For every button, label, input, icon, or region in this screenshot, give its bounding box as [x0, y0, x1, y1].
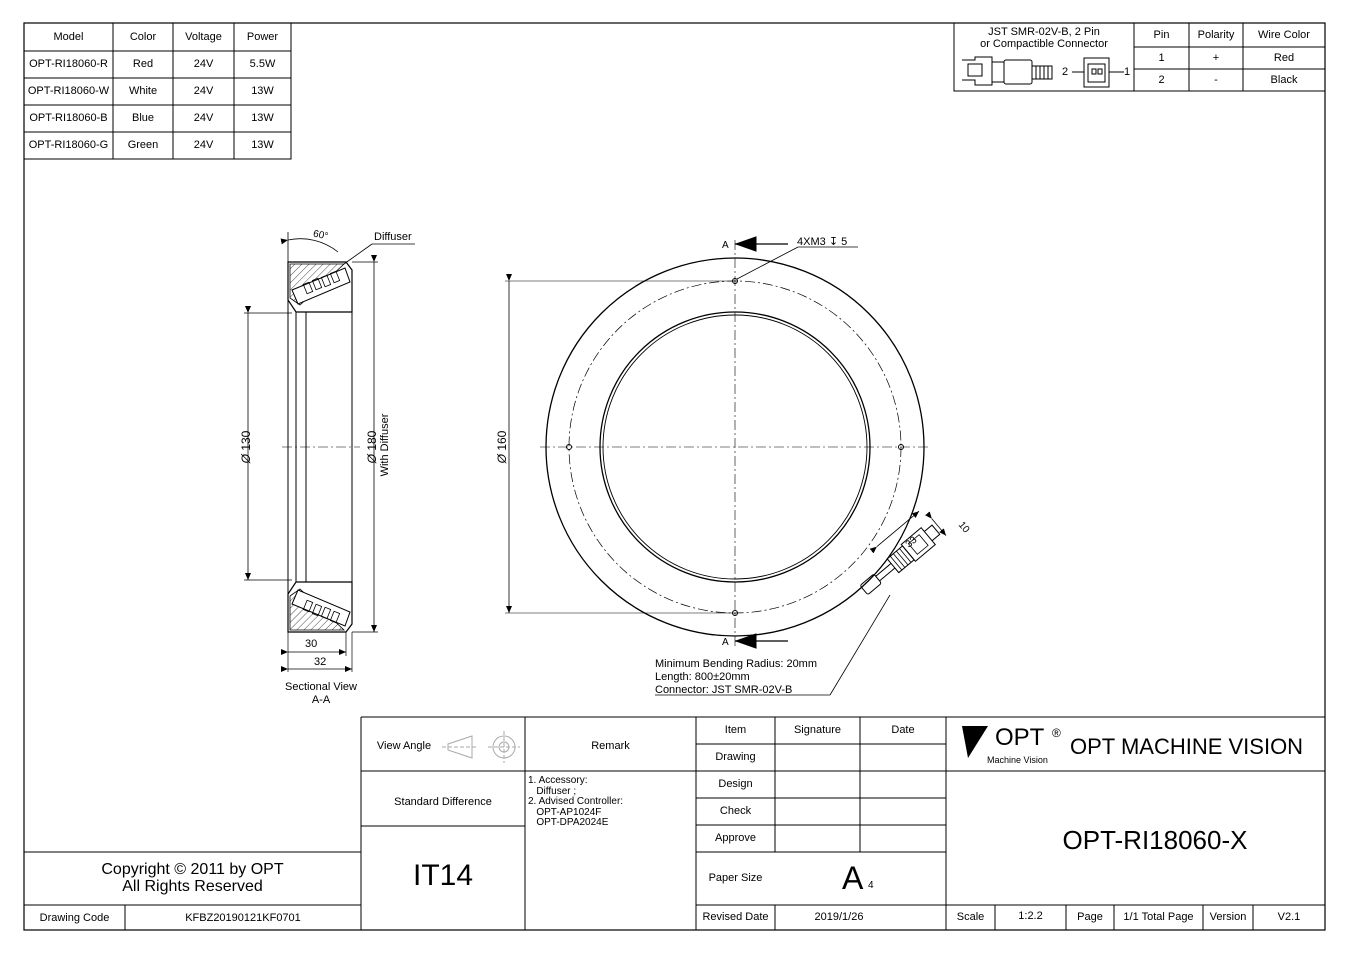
connector-subtitle: or Compactible Connector	[980, 37, 1108, 50]
dia-130-value: 130	[239, 430, 253, 451]
tolerance-value: IT14	[412, 858, 474, 892]
table-cell: OPT-RI18060-W	[27, 85, 110, 98]
table-cell: OPT-RI18060-R	[29, 58, 108, 71]
table-cell: +	[1212, 51, 1220, 64]
remark-label: Remark	[591, 739, 630, 752]
scale-value: 1:2.2	[1018, 909, 1043, 922]
signature-header: Signature	[793, 724, 842, 737]
hole-depth: 5	[841, 236, 848, 248]
front-view	[505, 236, 947, 696]
version-value: V2.1	[1277, 911, 1301, 924]
view-angle-label: View Angle	[376, 739, 432, 752]
dia-160-label: Ø 160	[495, 417, 509, 477]
table-cell: 5.5W	[249, 58, 276, 71]
paper-size-sub: 4	[868, 880, 874, 891]
projection-symbol	[442, 731, 520, 763]
sheet-border	[23, 22, 1326, 931]
table-cell: Blue	[131, 112, 155, 125]
header-wire-color: Wire Color	[1258, 28, 1310, 41]
hole-note: 4XM3 ↧ 5	[797, 235, 847, 248]
paper-size-value: A	[842, 860, 864, 896]
paper-size-label: Paper Size	[708, 872, 763, 885]
depth-icon: ↧	[828, 236, 839, 248]
copyright: Copyright © 2011 by OPT	[101, 861, 284, 879]
header-color: Color	[129, 30, 157, 43]
page-label: Page	[1077, 911, 1103, 924]
remarks-text: 1. Accessory: Diffuser ; 2. Advised Cont…	[528, 775, 624, 828]
table-cell: 24V	[193, 58, 214, 71]
sectional-view	[244, 232, 415, 672]
version-label: Version	[1209, 911, 1247, 924]
logo-icon	[962, 726, 988, 758]
connector-table-grid	[953, 22, 1326, 92]
table-cell: 24V	[193, 112, 214, 125]
connector-sketch	[962, 56, 1124, 88]
logo-text: OPT	[995, 724, 1045, 751]
table-cell: Black	[1270, 73, 1298, 86]
table-cell: 24V	[193, 85, 214, 98]
date-header: Date	[891, 724, 915, 737]
table-cell: OPT-RI18060-B	[29, 112, 108, 125]
table-cell: Green	[127, 139, 159, 152]
drawing-label: Drawing	[715, 751, 756, 764]
dia-130-label: Ø 130	[239, 419, 253, 475]
cable-note-bending: Minimum Bending Radius: 20mm	[655, 658, 818, 670]
dia-symbol: Ø	[239, 454, 253, 464]
diffuser-label: Diffuser	[374, 231, 412, 243]
header-voltage: Voltage	[185, 30, 222, 43]
header-power: Power	[246, 30, 279, 43]
table-cell: 13W	[251, 85, 274, 98]
table-cell: 24V	[193, 139, 214, 152]
logo-subtitle: Machine Vision	[987, 755, 1048, 765]
table-cell: -	[1214, 73, 1218, 86]
dim-30: 30	[305, 638, 318, 650]
model-table-grid	[23, 22, 292, 160]
dia-symbol: Ø	[365, 454, 379, 464]
table-cell: Red	[132, 58, 154, 71]
logo-reg: ®	[1052, 726, 1061, 740]
check-label: Check	[719, 805, 752, 818]
drawing-code-label: Drawing Code	[39, 912, 110, 925]
cable-note-connector: Connector: JST SMR-02V-B	[655, 684, 793, 696]
table-cell: Red	[1273, 51, 1295, 64]
section-mark-bottom: A	[722, 637, 729, 648]
item-header: Item	[724, 724, 747, 737]
section-caption-sub: A-A	[311, 694, 331, 706]
cable-note-length: Length: 800±20mm	[655, 671, 750, 683]
section-caption: Sectional View	[285, 681, 357, 693]
dia-180-label: Ø 180	[365, 402, 379, 492]
table-cell: 13W	[251, 112, 274, 125]
standard-difference-label: Standard Difference	[394, 795, 492, 808]
design-label: Design	[718, 778, 753, 791]
header-model: Model	[53, 30, 84, 43]
table-cell: OPT-RI18060-G	[28, 139, 109, 152]
table-cell: 13W	[251, 139, 274, 152]
header-pin: Pin	[1153, 28, 1170, 41]
title-block-grid	[24, 716, 1325, 930]
approve-label: Approve	[715, 832, 756, 845]
header-polarity: Polarity	[1197, 28, 1235, 41]
drawing-code: KFBZ20190121KF0701	[185, 912, 301, 925]
revised-date-label: Revised Date	[702, 911, 769, 924]
revised-date-value: 2019/1/26	[814, 911, 864, 924]
dia-180-note: With Diffuser	[379, 413, 391, 477]
scale-label: Scale	[956, 911, 985, 924]
section-mark-top: A	[722, 240, 729, 251]
connector-title: JST SMR-02V-B, 2 Pin	[988, 25, 1100, 38]
pin-2-label: 2	[1061, 65, 1069, 78]
rights-reserved: All Rights Reserved	[122, 878, 263, 896]
pin-1-label: 1	[1123, 65, 1131, 78]
dim-32: 32	[314, 656, 327, 668]
dia-160-value: 160	[495, 430, 509, 451]
page-value: 1/1 Total Page	[1123, 911, 1194, 924]
hole-spec: 4XM3	[797, 236, 826, 248]
company-name: OPT MACHINE VISION	[1070, 734, 1304, 759]
table-cell: White	[128, 85, 158, 98]
dia-symbol: Ø	[495, 454, 509, 464]
part-number: OPT-RI18060-X	[1062, 824, 1248, 855]
table-cell: 2	[1158, 73, 1165, 86]
dia-180-value: 180	[365, 430, 379, 451]
table-cell: 1	[1158, 51, 1165, 64]
